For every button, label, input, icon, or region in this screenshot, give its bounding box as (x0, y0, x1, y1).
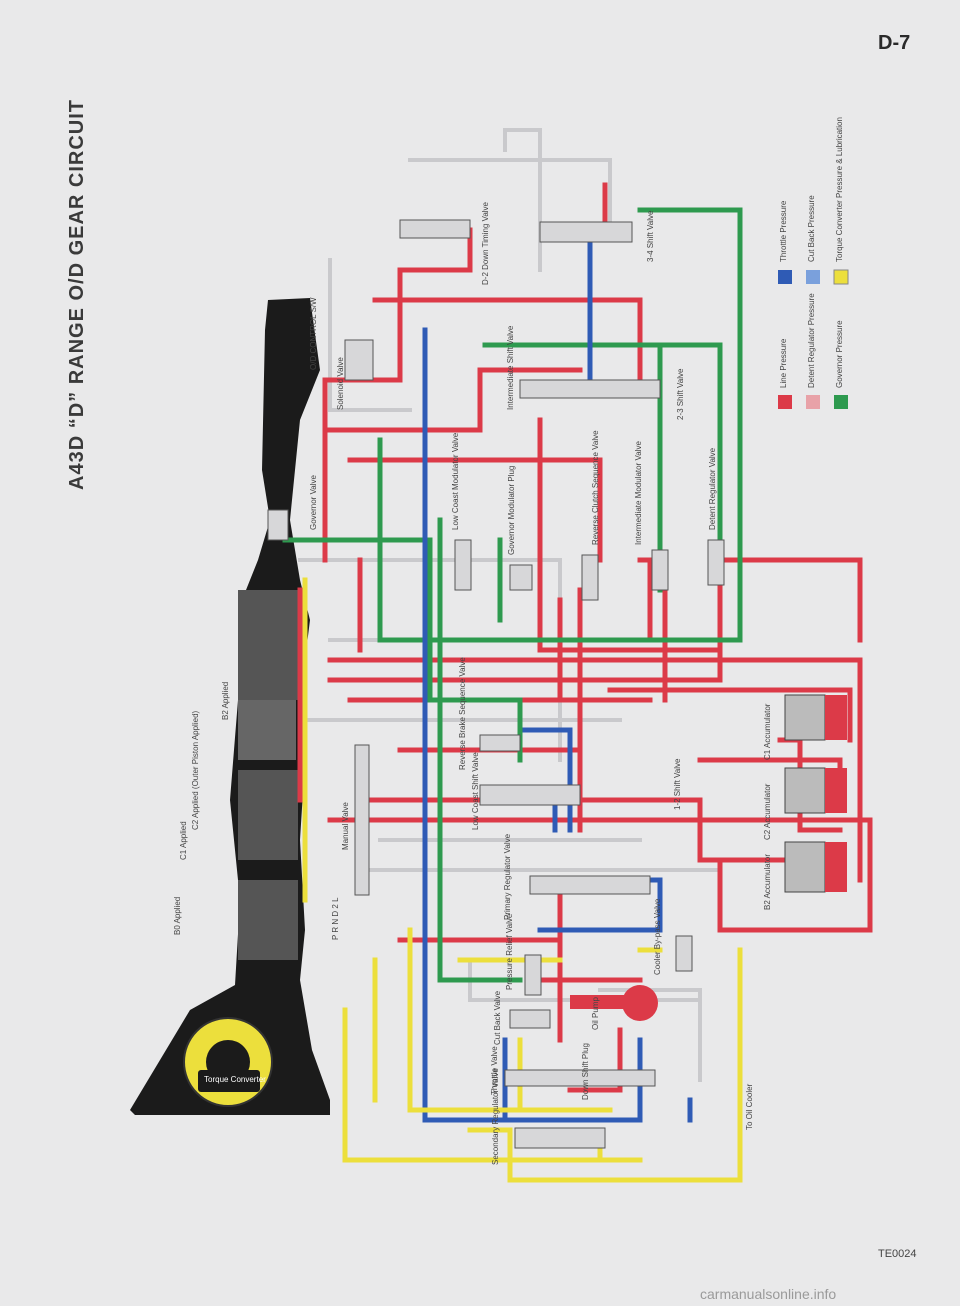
gear-pack-4 (238, 700, 296, 760)
manual-valve-body (354, 744, 370, 896)
component-labels: D-2 Down Timing Valve 3-4 Shift Valve O/… (173, 201, 772, 1165)
label-to-oil-cooler: To Oil Cooler (745, 1083, 754, 1130)
gear-pack-2 (238, 770, 298, 860)
legend-label-lubrication: Torque Converter Pressure & Lubrication (835, 117, 844, 262)
low-coast-shift-valve-body (479, 784, 581, 806)
primary-regulator-body (529, 875, 651, 895)
gear-pack-1 (238, 590, 300, 700)
label-down-shift: Down Shift Plug (581, 1043, 590, 1100)
governor-pressure-lines (282, 207, 743, 983)
oil-pump (570, 985, 658, 1021)
label-cut-back: Cut Back Valve (493, 990, 502, 1045)
detent-regulator-body (707, 539, 725, 586)
shift-34-valve-body (539, 221, 633, 243)
legend-swatch-governor (834, 395, 848, 409)
b2-accumulator (784, 841, 826, 893)
pressure-relief-body (524, 954, 542, 996)
low-coast-modulator-body (454, 539, 472, 591)
accumulators (784, 694, 847, 893)
c1-accumulator (784, 694, 826, 741)
label-b2-applied: B2 Applied (221, 682, 230, 720)
label-throttle: Throttle Valve (490, 1046, 499, 1095)
label-c1-accumulator: C1 Accumulator (763, 703, 772, 760)
label-d2-down-timing: D-2 Down Timing Valve (481, 201, 490, 285)
legend-swatch-line-pressure (778, 395, 792, 409)
label-b2-accumulator: B2 Accumulator (763, 854, 772, 910)
label-low-coast-modulator: Low Coast Modulator Valve (451, 432, 460, 530)
label-primary-regulator: Primary Regulator Valve (503, 833, 512, 920)
label-manual-valve: Manual Valve (341, 802, 350, 850)
label-governor-valve: Governor Valve (309, 474, 318, 530)
label-detent-regulator: Detent Regulator Valve (708, 447, 717, 530)
torque-converter: Torque Converter (183, 1017, 273, 1107)
solenoid-valve-body (344, 339, 374, 381)
watermark: carmanualsonline.info (700, 1286, 837, 1302)
legend-swatch-throttle-pressure (778, 270, 792, 284)
page-number: D-7 (878, 32, 911, 54)
label-governor-modulator: Governor Modulator Plug (507, 466, 516, 555)
cut-back-valve-body (509, 1009, 551, 1029)
legend: Line Pressure Throttle Pressure Detent R… (778, 117, 849, 409)
intermediate-shift-valve-body (519, 379, 661, 399)
legend-label-detent-regulator: Detent Regulator Pressure (807, 293, 816, 388)
label-oil-pump: Oil Pump (591, 997, 600, 1030)
label-prnd: P R N D 2 L (331, 897, 340, 940)
label-c1-applied: C1 Applied (179, 821, 188, 860)
label-cooler-bypass: Cooler By-pass Valve (653, 898, 662, 975)
label-shift-34: 3-4 Shift Valve (646, 210, 655, 262)
label-secondary-regulator: Secondary Regulator Valve (491, 1068, 500, 1165)
throttle-valve-body (504, 1069, 656, 1087)
legend-label-cut-back: Cut Back Pressure (807, 195, 816, 262)
label-shift-12: 1-2 Shift Valve (673, 758, 682, 810)
label-low-coast-shift: Low Coast Shift Valve (471, 752, 480, 830)
legend-label-line-pressure: Line Pressure (779, 338, 788, 388)
legend-label-throttle-pressure: Throttle Pressure (779, 200, 788, 262)
label-pressure-relief: Pressure Relief Valve (505, 913, 514, 990)
label-intermediate-shift: Intermediate Shift Valve (506, 325, 515, 410)
governor-modulator-body (509, 564, 533, 591)
legend-swatch-lubrication (833, 269, 849, 285)
label-reverse-brake: Reverse Brake Sequence Valve (458, 657, 467, 770)
legend-label-governor: Governor Pressure (835, 320, 844, 388)
valves (267, 219, 725, 1149)
gear-pack-3 (238, 880, 298, 960)
d2-down-timing-valve-body (399, 219, 471, 239)
label-c2-applied: C2 Applied (Outer Piston Applied) (191, 710, 200, 830)
label-solenoid: Solenoid Valve (336, 357, 345, 410)
label-intermediate-modulator: Intermediate Modulator Valve (634, 441, 643, 545)
label-reverse-clutch: Reverse Clutch Sequence Valve (591, 430, 600, 545)
label-b0-applied: B0 Applied (173, 897, 182, 935)
legend-swatch-detent-regulator (806, 395, 820, 409)
transmission-casing (130, 298, 330, 1115)
secondary-regulator-body (514, 1127, 606, 1149)
cooler-bypass-body (675, 935, 693, 972)
torque-converter-label: Torque Converter (204, 1075, 266, 1084)
reference-code: TE0024 (878, 1248, 917, 1260)
intermediate-modulator-body (651, 549, 669, 591)
lubrication-lines (302, 577, 743, 1183)
label-shift-23: 2-3 Shift Valve (676, 368, 685, 420)
label-c2-accumulator: C2 Accumulator (763, 783, 772, 840)
c2-accumulator (784, 767, 826, 814)
reverse-clutch-sequence-body (581, 554, 599, 601)
legend-swatch-cut-back (806, 270, 820, 284)
label-od-control: O/D CONTROL S/W (309, 297, 318, 370)
governor-valve-body (267, 509, 289, 541)
reverse-brake-sequence-body (479, 734, 521, 752)
